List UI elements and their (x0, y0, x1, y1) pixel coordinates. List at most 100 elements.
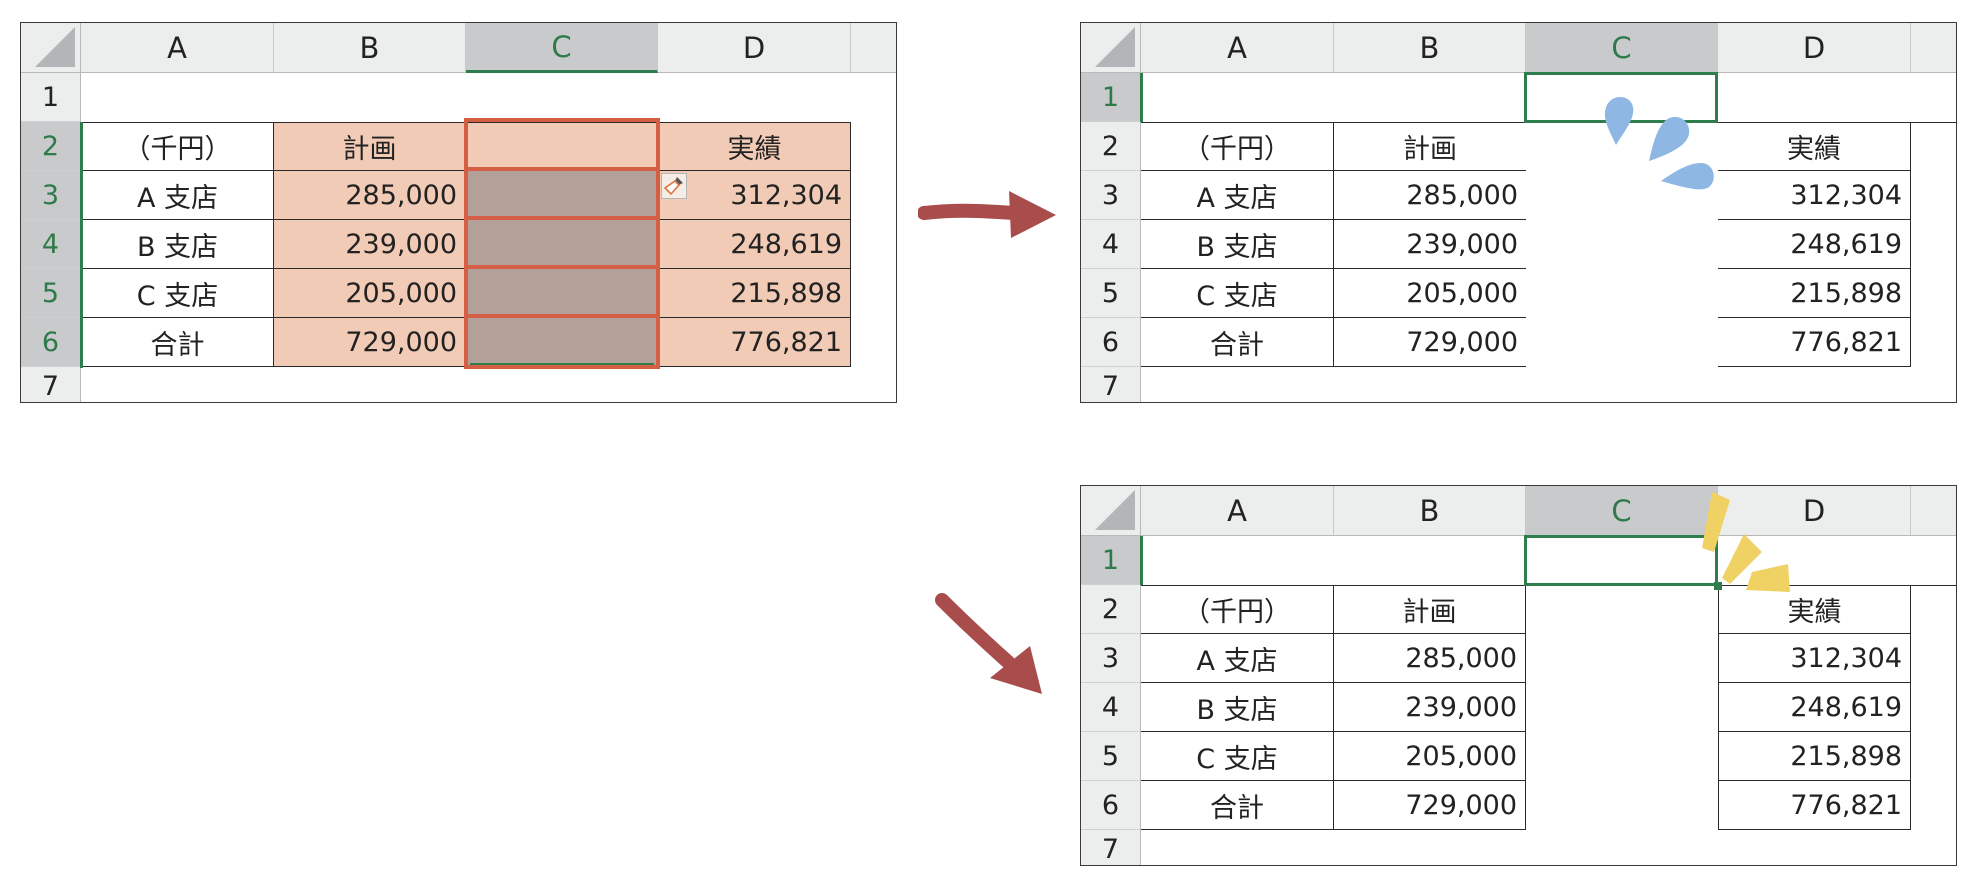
cell-e4[interactable] (1911, 683, 1956, 732)
column-header-e[interactable] (1911, 23, 1956, 73)
cell-e7[interactable] (851, 367, 896, 402)
cell-b1[interactable] (274, 73, 466, 122)
row-header-1[interactable]: 1 (21, 73, 81, 122)
row-header-4[interactable]: 4 (1081, 683, 1141, 732)
cell-b4[interactable]: 239,000 (274, 220, 466, 269)
cell-c6[interactable] (1526, 781, 1718, 830)
cell-b5[interactable]: 205,000 (1334, 269, 1526, 318)
cell-c2[interactable] (466, 122, 658, 171)
row-header-2[interactable]: 2 (1081, 585, 1141, 634)
column-header-a[interactable]: A (1141, 486, 1334, 536)
cell-d3[interactable]: 312,304 (1718, 634, 1911, 683)
cell-e3[interactable] (1911, 171, 1956, 220)
column-header-b[interactable]: B (274, 23, 466, 73)
column-header-c[interactable]: C (466, 23, 658, 73)
cell-b7[interactable] (1334, 367, 1526, 402)
row-header-1[interactable]: 1 (1081, 536, 1141, 585)
cell-a5[interactable]: C 支店 (1141, 269, 1334, 318)
row-header-4[interactable]: 4 (21, 220, 81, 269)
cell-b5[interactable]: 205,000 (274, 269, 466, 318)
cell-b6[interactable]: 729,000 (1334, 318, 1526, 367)
cell-d5[interactable]: 215,898 (1718, 269, 1911, 318)
cell-a7[interactable] (1141, 830, 1334, 865)
cell-b2[interactable]: 計画 (1334, 122, 1526, 171)
cell-a4[interactable]: B 支店 (1141, 683, 1334, 732)
row-header-3[interactable]: 3 (21, 171, 81, 220)
cell-c5[interactable] (1526, 269, 1718, 318)
column-header-b[interactable]: B (1334, 486, 1526, 536)
row-header-6[interactable]: 6 (21, 318, 81, 367)
row-header-6[interactable]: 6 (1081, 781, 1141, 830)
cell-a1[interactable] (1141, 73, 1334, 122)
cell-d4[interactable]: 248,619 (658, 220, 851, 269)
cell-b6[interactable]: 729,000 (274, 318, 466, 367)
cell-a6[interactable]: 合計 (1141, 781, 1334, 830)
paste-format-button[interactable] (661, 173, 687, 199)
row-header-3[interactable]: 3 (1081, 171, 1141, 220)
cell-d4[interactable]: 248,619 (1718, 220, 1911, 269)
cell-a4[interactable]: B 支店 (1141, 220, 1334, 269)
cell-e5[interactable] (1911, 269, 1956, 318)
cell-c6[interactable] (1526, 318, 1718, 367)
fill-handle[interactable] (1714, 582, 1722, 590)
cell-d1[interactable] (1718, 73, 1911, 122)
select-all-corner[interactable] (21, 23, 81, 73)
cell-a2[interactable]: （千円） (1141, 585, 1334, 634)
cell-e1[interactable] (1911, 536, 1956, 585)
cell-c1[interactable] (466, 73, 658, 122)
cell-d6[interactable]: 776,821 (1718, 781, 1911, 830)
cell-c6[interactable] (466, 318, 658, 367)
row-header-4[interactable]: 4 (1081, 220, 1141, 269)
cell-d2[interactable]: 実績 (1718, 122, 1911, 171)
cell-e4[interactable] (851, 220, 896, 269)
column-header-d[interactable]: D (658, 23, 851, 73)
cell-e4[interactable] (1911, 220, 1956, 269)
column-header-e[interactable] (1911, 486, 1956, 536)
cell-b2[interactable]: 計画 (1334, 585, 1526, 634)
cell-a2[interactable]: （千円） (1141, 122, 1334, 171)
row-header-7[interactable]: 7 (1081, 367, 1141, 402)
cell-e6[interactable] (851, 318, 896, 367)
row-header-1[interactable]: 1 (1081, 73, 1141, 122)
cell-a5[interactable]: C 支店 (1141, 732, 1334, 781)
cell-c4[interactable] (1526, 220, 1718, 269)
cell-d1[interactable] (658, 73, 851, 122)
row-header-3[interactable]: 3 (1081, 634, 1141, 683)
cell-d5[interactable]: 215,898 (658, 269, 851, 318)
cell-a6[interactable]: 合計 (1141, 318, 1334, 367)
cell-d3[interactable]: 312,304 (1718, 171, 1911, 220)
select-all-corner[interactable] (1081, 486, 1141, 536)
cell-b4[interactable]: 239,000 (1334, 683, 1526, 732)
select-all-corner[interactable] (1081, 23, 1141, 73)
cell-b1[interactable] (1334, 536, 1526, 585)
cell-e6[interactable] (1911, 781, 1956, 830)
cell-d3[interactable]: 312,304 (658, 171, 851, 220)
cell-e2[interactable] (1911, 585, 1956, 634)
cell-a6[interactable]: 合計 (81, 318, 274, 367)
cell-e2[interactable] (1911, 122, 1956, 171)
row-header-2[interactable]: 2 (21, 122, 81, 171)
cell-c7[interactable] (1526, 367, 1718, 402)
cell-c3[interactable] (466, 171, 658, 220)
column-header-d[interactable]: D (1718, 486, 1911, 536)
column-header-b[interactable]: B (1334, 23, 1526, 73)
cell-b3[interactable]: 285,000 (274, 171, 466, 220)
cell-a1[interactable] (1141, 536, 1334, 585)
cell-a4[interactable]: B 支店 (81, 220, 274, 269)
cell-d7[interactable] (658, 367, 851, 402)
cell-e3[interactable] (1911, 634, 1956, 683)
cell-a3[interactable]: A 支店 (1141, 171, 1334, 220)
cell-a7[interactable] (1141, 367, 1334, 402)
cell-b7[interactable] (1334, 830, 1526, 865)
cell-a3[interactable]: A 支店 (81, 171, 274, 220)
column-header-c[interactable]: C (1526, 23, 1718, 73)
column-header-a[interactable]: A (81, 23, 274, 73)
cell-a5[interactable]: C 支店 (81, 269, 274, 318)
cell-b2[interactable]: 計画 (274, 122, 466, 171)
cell-d7[interactable] (1718, 830, 1911, 865)
cell-a2[interactable]: （千円） (81, 122, 274, 171)
cell-e1[interactable] (851, 73, 896, 122)
column-header-c[interactable]: C (1526, 486, 1718, 536)
cell-e7[interactable] (1911, 367, 1956, 402)
cell-b7[interactable] (274, 367, 466, 402)
